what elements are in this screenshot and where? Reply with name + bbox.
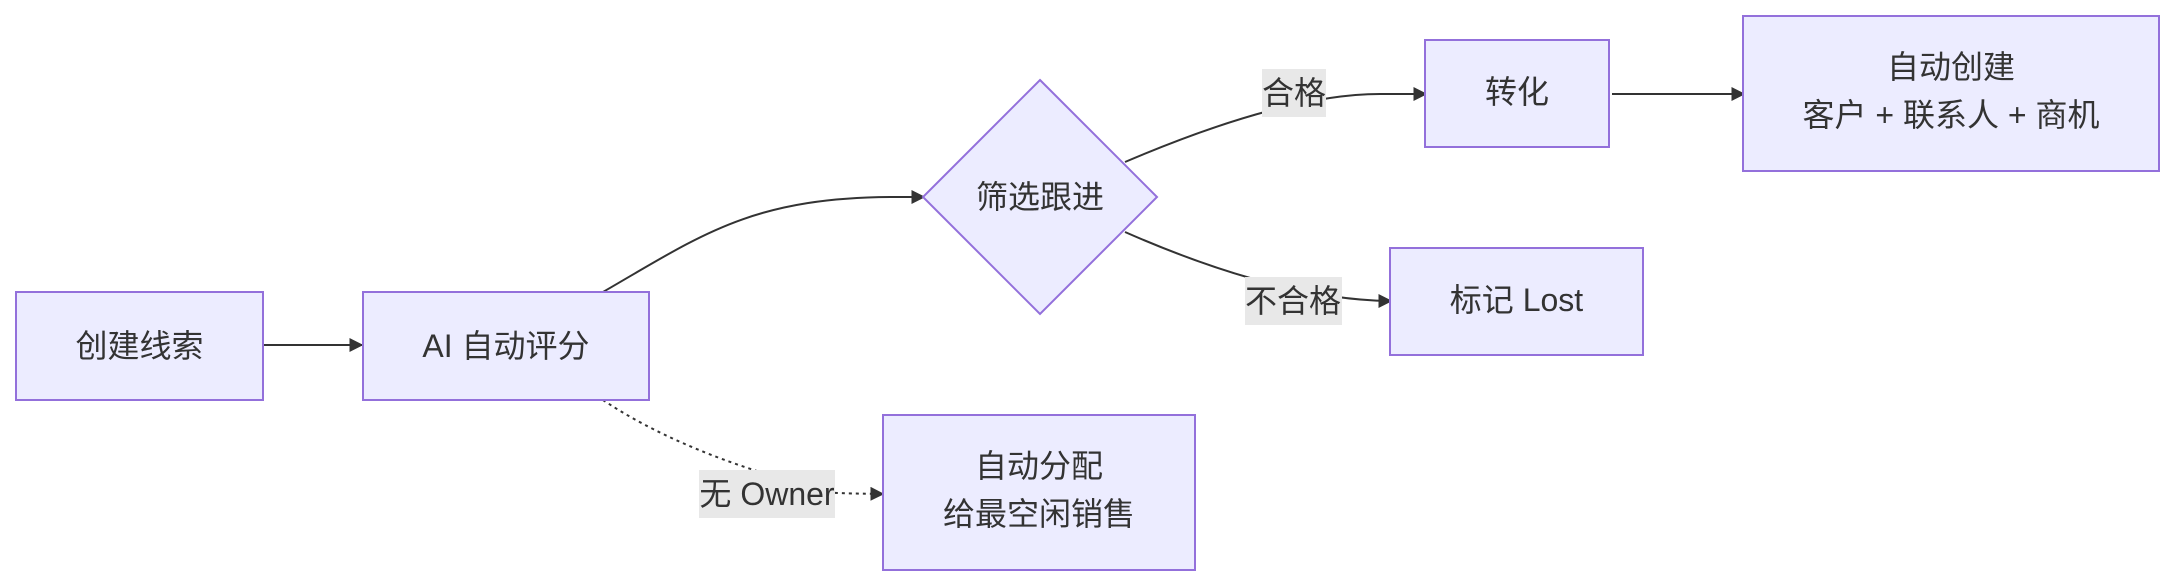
edge-label-no-owner: 无 Owner <box>699 470 835 518</box>
node-convert: 转化 <box>1424 39 1610 148</box>
edge-label-unqualified: 不合格 <box>1245 277 1342 325</box>
node-screen-follow-decision: 筛选跟进 <box>921 78 1159 316</box>
node-mark-lost-label: 标记 Lost <box>1450 282 1583 318</box>
edge-screen-to-convert <box>1124 87 1428 163</box>
node-auto-assign: 自动分配 给最空闲销售 <box>882 414 1196 571</box>
edge-label-qualified-text: 合格 <box>1262 75 1326 111</box>
edge-label-no-owner-text: 无 Owner <box>699 476 834 512</box>
edge-label-qualified: 合格 <box>1262 69 1326 117</box>
node-auto-assign-line2: 给最空闲销售 <box>943 496 1135 532</box>
node-screen-follow-label: 筛选跟进 <box>976 179 1104 215</box>
node-convert-label: 转化 <box>1485 74 1549 110</box>
edge-score-to-screen <box>602 190 926 293</box>
node-create-lead-label: 创建线索 <box>75 328 203 364</box>
node-auto-assign-line1: 自动分配 <box>975 448 1103 484</box>
node-create-lead: 创建线索 <box>15 291 264 401</box>
node-auto-create: 自动创建 客户 + 联系人 + 商机 <box>1742 15 2160 172</box>
node-ai-score-label: AI 自动评分 <box>422 328 589 364</box>
node-mark-lost: 标记 Lost <box>1389 247 1644 356</box>
node-auto-create-line1: 自动创建 <box>1887 49 2015 85</box>
node-auto-create-line2: 客户 + 联系人 + 商机 <box>1803 97 2100 133</box>
edge-label-unqualified-text: 不合格 <box>1245 283 1341 319</box>
node-ai-score: AI 自动评分 <box>362 291 650 401</box>
